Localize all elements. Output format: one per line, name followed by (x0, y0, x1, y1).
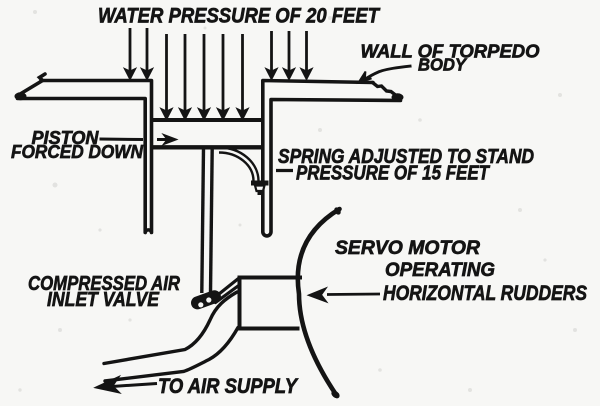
svg-text:TO AIR SUPPLY: TO AIR SUPPLY (158, 375, 299, 398)
svg-text:OPERATING: OPERATING (385, 259, 495, 281)
svg-text:HORIZONTAL RUDDERS: HORIZONTAL RUDDERS (383, 282, 587, 305)
svg-text:SERVO MOTOR: SERVO MOTOR (335, 237, 480, 259)
svg-text:SPRING ADJUSTED TO STAND: SPRING ADJUSTED TO STAND (278, 146, 534, 168)
svg-text:COMPRESSED AIR: COMPRESSED AIR (28, 273, 180, 295)
svg-text:FORCED DOWN: FORCED DOWN (11, 141, 144, 162)
svg-text:PISTON: PISTON (32, 127, 100, 148)
svg-text:PRESSURE OF 15 FEET: PRESSURE OF 15 FEET (296, 163, 491, 185)
svg-text:INLET VALVE: INLET VALVE (47, 289, 160, 311)
svg-text:WATER PRESSURE OF 20 FEET: WATER PRESSURE OF 20 FEET (98, 5, 381, 28)
svg-text:WALL OF TORPEDO: WALL OF TORPEDO (361, 41, 541, 62)
svg-text:BODY: BODY (418, 55, 467, 75)
